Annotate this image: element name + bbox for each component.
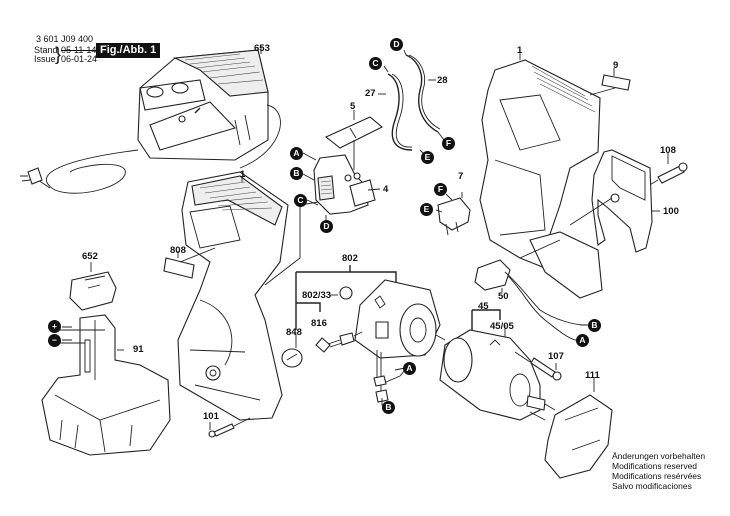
connector-badge-c-wire: C <box>369 57 382 70</box>
label-107: 107 <box>548 351 564 362</box>
screw-101-part[interactable] <box>208 417 251 438</box>
notice-line-en: Modifications reserved <box>612 461 698 471</box>
switch-part[interactable] <box>313 154 381 215</box>
issue-label: Issue <box>34 54 56 64</box>
label-1-left: 1 <box>240 169 246 180</box>
connector-badge-a: A <box>290 147 303 160</box>
stand-label: Stand <box>34 45 58 55</box>
label-28: 28 <box>437 75 448 86</box>
label-45-05: 45/05 <box>490 321 514 332</box>
label-653: 653 <box>254 43 270 54</box>
label-9: 9 <box>613 60 619 71</box>
connector-badge-f-terminal: F <box>434 183 447 196</box>
label-802-33: 802/33 <box>302 290 332 301</box>
connector-badge-b: B <box>290 167 303 180</box>
connector-badge-d-wire: D <box>390 38 403 51</box>
label-101: 101 <box>203 411 219 422</box>
connector-badge-e-wire: E <box>421 151 434 164</box>
label-27: 27 <box>365 88 376 99</box>
modifications-notice: Änderungen vorbehalten Modifications res… <box>612 451 705 491</box>
notice-line-de: Änderungen vorbehalten <box>612 451 706 461</box>
label-45: 45 <box>478 301 489 312</box>
label-5: 5 <box>350 101 356 112</box>
connector-badge-a-led: A <box>576 334 589 347</box>
motor-assembly-lines <box>295 265 397 330</box>
notice-line-fr: Modifications resérvées <box>612 471 702 481</box>
stand-date: 05-11-14 <box>61 45 97 55</box>
label-100: 100 <box>663 206 679 217</box>
connector-badge-a-motor: A <box>403 362 416 375</box>
nose-cover-part[interactable] <box>529 378 613 479</box>
wire-28-part[interactable] <box>405 54 441 133</box>
connector-badge-e-terminal: E <box>420 203 433 216</box>
label-111: 111 <box>585 370 600 381</box>
housing-right-part[interactable] <box>479 50 603 299</box>
connector-badge-b-led: B <box>588 319 601 332</box>
battery-part[interactable] <box>41 314 171 456</box>
connector-badge-b-motor: B <box>382 401 395 414</box>
label-91: 91 <box>133 344 144 355</box>
connector-badge-d: D <box>320 220 333 233</box>
label-108: 108 <box>660 145 676 156</box>
led-50-part[interactable] <box>474 239 586 341</box>
motor-part[interactable] <box>354 279 446 406</box>
bracket-icon: } <box>55 44 62 64</box>
switch-cover-part[interactable] <box>324 110 383 170</box>
battery-cap-part[interactable] <box>69 262 117 311</box>
screw-107-part[interactable] <box>514 351 562 381</box>
brush-part[interactable] <box>315 331 363 353</box>
gearbox-part[interactable] <box>439 329 556 421</box>
label-808-part[interactable] <box>163 257 195 279</box>
figure-label: Fig./Abb. 1 <box>96 43 161 58</box>
housing-left-part[interactable] <box>177 171 331 421</box>
issue-date: 06-01-24 <box>61 54 98 64</box>
label-802: 802 <box>342 253 358 264</box>
terminal-7-part[interactable] <box>437 192 471 236</box>
brush-cap-part[interactable] <box>281 334 303 368</box>
motor-ring-part[interactable] <box>339 286 353 300</box>
clip-100-part[interactable] <box>569 149 660 253</box>
plus-terminal-badge: + <box>48 320 61 333</box>
screw-108-part[interactable] <box>647 152 688 187</box>
label-848: 848 <box>286 327 302 338</box>
label-816: 816 <box>311 318 327 329</box>
minus-terminal-badge: − <box>48 334 61 347</box>
charger-part[interactable] <box>20 46 281 194</box>
connector-badge-c: C <box>294 194 307 207</box>
connector-badge-f-wire: F <box>442 137 455 150</box>
label-9-part[interactable] <box>601 74 631 91</box>
part-number: 3 601 J09 400 <box>36 34 94 44</box>
notice-line-es: Salvo modificaciones <box>612 481 692 491</box>
label-50: 50 <box>498 291 509 302</box>
wire-27-part[interactable] <box>387 73 413 151</box>
label-808: 808 <box>170 245 186 256</box>
label-652: 652 <box>82 251 98 262</box>
label-4: 4 <box>383 184 389 195</box>
label-7: 7 <box>458 171 464 182</box>
label-1-right: 1 <box>517 45 523 56</box>
gearbox-bracket <box>472 309 501 320</box>
